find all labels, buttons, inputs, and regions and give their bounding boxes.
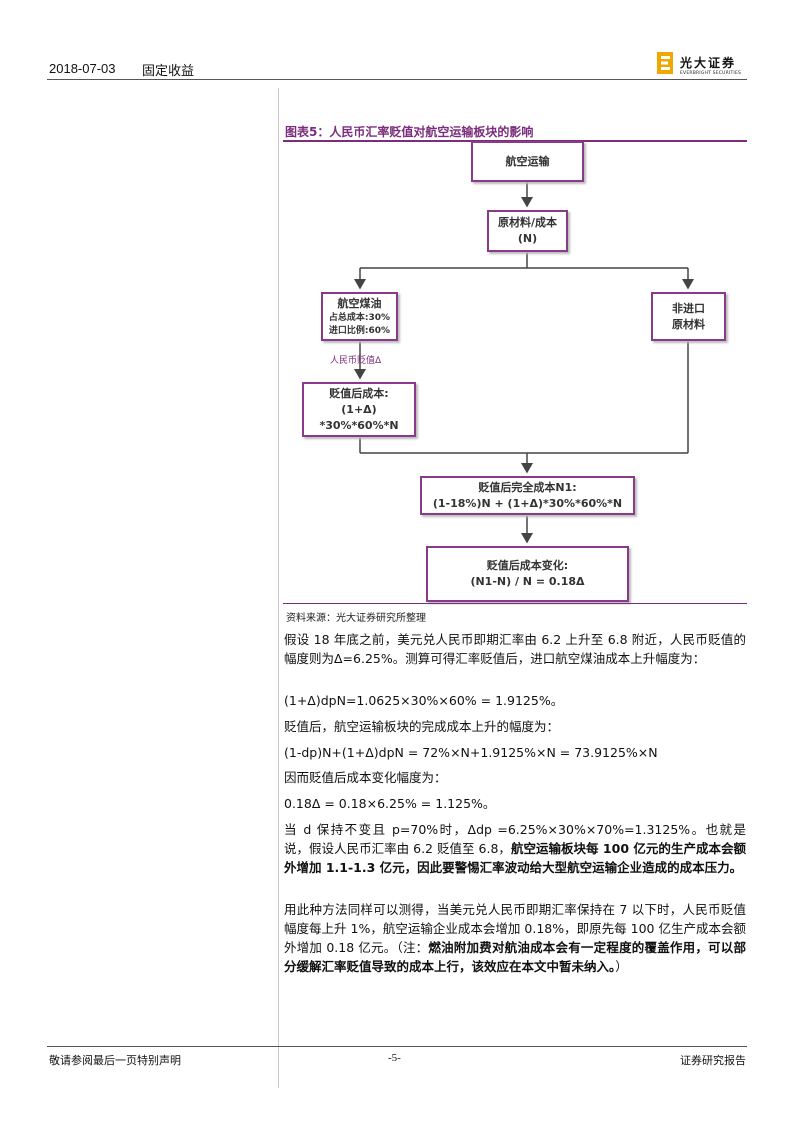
paragraph-sensitivity-emphasis: 航空运输板块每 100 亿元的生产成本会额外增加 1.1-1.3 亿元，因此要警…	[284, 841, 747, 875]
footer-disclaimer: 敬请参阅最后一页特别声明	[49, 1054, 181, 1067]
node-total-line2: (1-18%)N + (1+Δ)*30%*60%*N	[432, 496, 623, 510]
paragraph-method-end: ）	[615, 959, 628, 974]
figure-title-rule	[283, 140, 747, 142]
paragraph-assumption: 假设 18 年底之前，美元兑人民币即期汇率由 6.2 上升至 6.8 附近，人民…	[284, 632, 746, 666]
node-total-line1: 贬值后完全成本N1:	[478, 480, 577, 494]
margin-divider	[278, 88, 279, 1088]
node-fuel-line1: 航空煤油	[337, 296, 382, 310]
node-total-cost-n1: 贬值后完全成本N1: (1-18%)N + (1+Δ)*30%*60%*N	[420, 476, 635, 515]
node-nonimport-line1: 非进口	[672, 301, 705, 315]
paragraph-method-note: 燃油附加费对航油成本会有一定程度的覆盖作用，可以部分缓解汇率贬值导致的成本上行，…	[284, 940, 746, 974]
header-divider	[47, 79, 747, 80]
node-raw-cost-line2: (N)	[517, 232, 538, 245]
paragraph-completed-cost: 贬值后，航空运输板块的完成成本上升的幅度为：	[284, 719, 560, 734]
footer-report-type: 证券研究报告	[680, 1054, 746, 1067]
everbright-logo-icon	[657, 52, 673, 74]
figure-title: 图表5：人民币汇率贬值对航空运输板块的影响	[285, 125, 534, 139]
paragraph-sensitivity-text: 当 d 保持不变且 p=70%时，Δdp =6.25%×30%×70%=1.31…	[284, 822, 746, 856]
node-raw-material-cost: 原材料/成本 (N)	[487, 210, 568, 252]
node-devalued-cost: 贬值后成本: (1+Δ) *30%*60%*N	[302, 382, 416, 437]
node-nonimport-line2: 原材料	[672, 317, 705, 331]
node-non-import-material: 非进口 原材料	[651, 292, 726, 341]
figure-source: 资料来源：光大证券研究所整理	[286, 613, 426, 624]
node-air-transport: 航空运输	[471, 141, 584, 182]
node-jet-fuel: 航空煤油 占总成本:30% 进口比例:60%	[321, 292, 398, 341]
node-change-line1: 贬值后成本变化:	[486, 559, 569, 572]
paragraph-sensitivity: 当 d 保持不变且 p=70%时，Δdp =6.25%×30%×70%=1.31…	[284, 820, 746, 877]
node-cost-change: 贬值后成本变化: (N1-N) / N = 0.18Δ	[426, 546, 629, 602]
formula-change: 0.18Δ = 0.18×6.25% = 1.125%。	[284, 796, 496, 811]
logo-name-en: EVERBRIGHT SECURITIES	[680, 71, 742, 76]
formula-total-cost: (1-dp)N+(1+Δ)dpN = 72%×N+1.9125%×N = 73.…	[284, 745, 658, 760]
logo-name-cn: 光大证券	[680, 56, 737, 70]
node-fuel-line3: 进口比例:60%	[328, 325, 391, 336]
formula-fuel-cost: (1+Δ)dpN=1.0625×30%×60% = 1.9125%。	[284, 693, 564, 708]
source-rule	[283, 603, 747, 604]
paragraph-change-intro: 因而贬值后成本变化幅度为：	[284, 770, 447, 785]
node-air-transport-label: 航空运输	[505, 154, 550, 168]
node-devalued-line3: *30%*60%*N	[319, 418, 399, 432]
footer-divider	[47, 1046, 747, 1047]
paragraph-method: 用此种方法同样可以测得，当美元兑人民币即期汇率保持在 7 以下时，人民币贬值幅度…	[284, 900, 746, 976]
page-number: -5-	[388, 1052, 401, 1064]
paragraph-method-text: 用此种方法同样可以测得，当美元兑人民币即期汇率保持在 7 以下时，人民币贬值幅度…	[284, 902, 746, 955]
node-devalued-line1: 贬值后成本:	[329, 386, 389, 400]
node-devalued-line2: (1+Δ)	[341, 402, 377, 416]
node-fuel-line2: 占总成本:30%	[328, 312, 391, 323]
node-change-line2: (N1-N) / N = 0.18Δ	[470, 575, 585, 588]
edge-label-rmb-devaluation: 人民币贬值Δ	[330, 356, 382, 366]
report-date: 2018-07-03	[49, 61, 116, 76]
report-category: 固定收益	[142, 64, 195, 79]
node-raw-cost-line1: 原材料/成本	[497, 216, 558, 229]
